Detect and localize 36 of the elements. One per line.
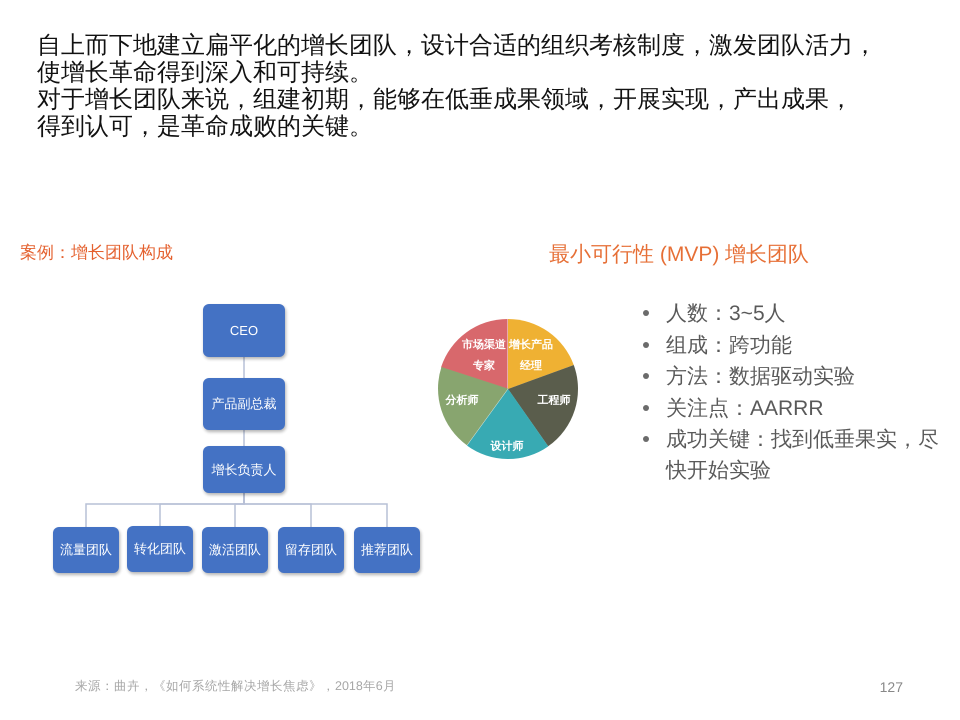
section-heading: 最小可行性 (MVP) 增长团队 <box>549 242 810 268</box>
role-box <box>203 304 285 357</box>
slice-label: 分析师 <box>446 393 478 408</box>
role-label: 留存团队 <box>285 542 337 558</box>
role-box <box>53 527 119 573</box>
connector-line <box>243 493 388 527</box>
role-label: 流量团队 <box>60 542 112 558</box>
role-label: 激活团队 <box>209 542 261 558</box>
slice-label: 工程师 <box>538 393 570 408</box>
role-label: 产品副总裁 <box>212 396 276 412</box>
slice-label: 增长产品经理 <box>509 338 553 374</box>
connector-line <box>243 430 245 446</box>
role-box <box>202 527 268 573</box>
bullet-text: 成功关键：找到低垂果实，尽快开始实验 <box>666 426 940 484</box>
page-number: 127 <box>878 678 903 696</box>
role-label: 推荐团队 <box>361 542 413 558</box>
bullet-text: 人数：3~5人 <box>666 300 786 326</box>
role-box <box>278 527 344 573</box>
connector-line <box>243 357 245 378</box>
section-heading: 案例：增长团队构成 <box>20 242 173 264</box>
pie-slice <box>466 389 548 459</box>
slice-label: 市场渠道专家 <box>462 338 506 374</box>
role-box <box>203 378 285 430</box>
bullet-text: 关注点：AARRR <box>666 396 824 422</box>
intro-paragraph: 对于增长团队来说，组建初期，能够在低垂成果领域，开展实现，产出成果，得到认可，是革命成败的关键。 <box>37 86 854 140</box>
slice-label: 设计师 <box>490 439 524 454</box>
role-label: CEO <box>230 322 258 338</box>
bullet-text: 组成：跨功能 <box>666 332 792 358</box>
role-label: 增长负责人 <box>212 462 276 478</box>
intro-paragraph: 自上而下地建立扁平化的增长团队，设计合适的组织考核制度，激发团队活力，使增长革命得到深入和可持续。 <box>37 32 878 86</box>
source-note: 来源：曲卉，《如何系统性解决增长焦虑》，2018年6月 <box>75 678 396 695</box>
bullet-text: 方法：数据驱动实验 <box>666 364 855 390</box>
role-box <box>354 527 420 573</box>
role-box <box>127 526 193 572</box>
role-box <box>203 446 285 493</box>
role-label: 转化团队 <box>134 541 186 557</box>
